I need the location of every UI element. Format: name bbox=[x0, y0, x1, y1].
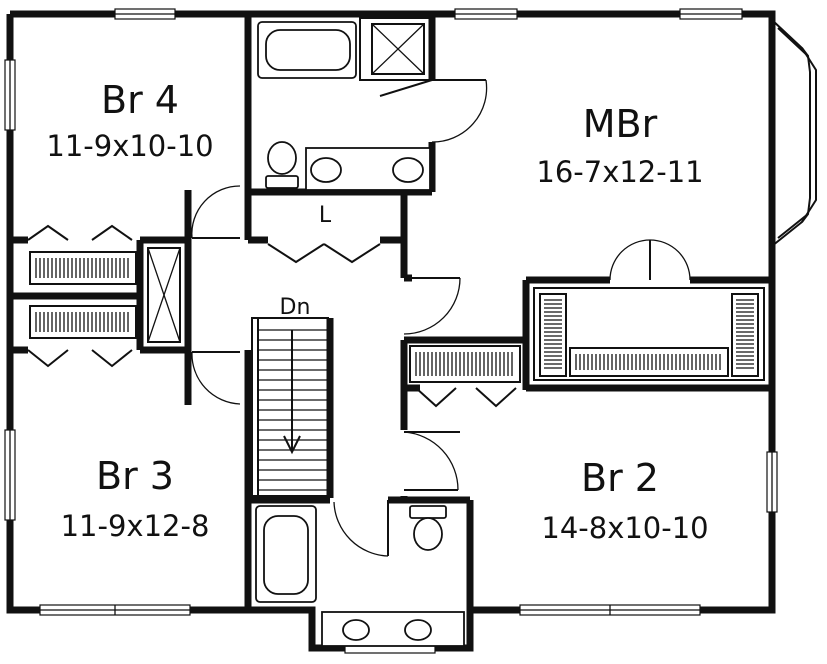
br3-name: Br 3 bbox=[96, 454, 174, 498]
br2-dimensions: 14-8x10-10 bbox=[541, 511, 709, 545]
br3-dimensions: 11-9x12-8 bbox=[60, 509, 210, 543]
br4-dimensions: 11-9x10-10 bbox=[46, 129, 214, 163]
doors bbox=[191, 185, 691, 557]
stairs-down-label: Dn bbox=[279, 295, 311, 320]
mbr-dimensions: 16-7x12-11 bbox=[536, 155, 704, 189]
linen-closet-label: L bbox=[318, 203, 332, 228]
lower-bathroom bbox=[255, 505, 465, 647]
bay-window bbox=[771, 19, 817, 247]
br2-name: Br 2 bbox=[581, 456, 659, 500]
closets bbox=[27, 224, 765, 408]
closet-rod-hatching bbox=[35, 258, 754, 376]
windows bbox=[4, 8, 778, 654]
upper-bathroom bbox=[257, 17, 488, 191]
br4-name: Br 4 bbox=[101, 78, 179, 122]
mbr-name: MBr bbox=[582, 102, 658, 146]
staircase bbox=[251, 317, 329, 497]
